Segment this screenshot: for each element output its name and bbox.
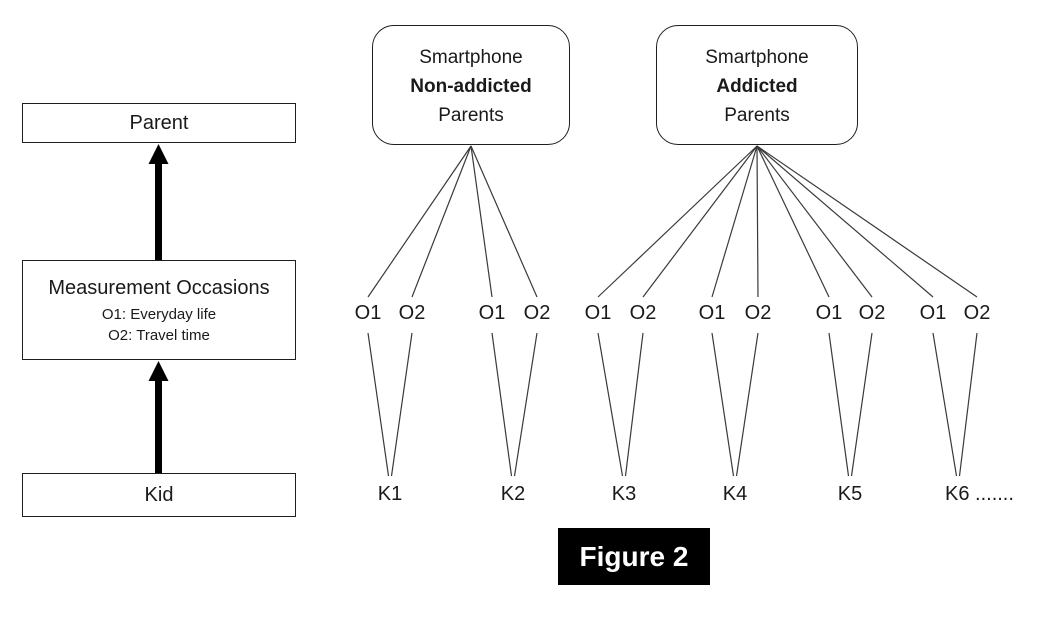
connector-line <box>470 145 538 298</box>
connector-line <box>470 145 493 298</box>
connector-line <box>597 332 624 477</box>
kid-label-1: K1 <box>377 483 403 505</box>
connector-line <box>756 145 873 298</box>
connector-line <box>756 145 759 298</box>
occasion-label-o2: O2 <box>629 302 657 324</box>
connector-line <box>390 332 413 477</box>
connector-line <box>711 145 758 298</box>
kid-label-2: K2 <box>500 483 526 505</box>
occasion-label-o1: O1 <box>919 302 947 324</box>
connector-line <box>756 145 978 298</box>
measurement-occasions-box: Measurement Occasions O1: Everyday life … <box>22 260 296 360</box>
connector-line <box>642 145 758 298</box>
occasion-label-o2: O2 <box>858 302 886 324</box>
connector-line <box>756 145 830 298</box>
connector-line <box>367 332 390 477</box>
parent-box: Parent <box>22 103 296 143</box>
connector-line <box>624 332 644 477</box>
connector-line <box>932 332 958 477</box>
occasion-label-o2: O2 <box>963 302 991 324</box>
up-arrow-head <box>148 144 169 164</box>
occasion-label-o1: O1 <box>698 302 726 324</box>
figure-caption-text: Figure 2 <box>579 540 689 572</box>
connector-line <box>491 332 513 477</box>
occasion-label-o1: O1 <box>354 302 382 324</box>
figure-caption-badge: Figure 2 <box>558 528 710 585</box>
occasion-label-o2: O2 <box>744 302 772 324</box>
connector-line <box>597 145 758 298</box>
non-addicted-box-line2: Non-addicted <box>410 75 532 97</box>
connector-line <box>711 332 735 477</box>
non-addicted-parents-box: Smartphone Non-addicted Parents <box>372 25 570 145</box>
connector-line <box>850 332 873 477</box>
connector-line <box>756 145 934 298</box>
kid-box: Kid <box>22 473 296 517</box>
addicted-box-line1: Smartphone <box>705 46 809 68</box>
measurement-box-line2: O2: Travel time <box>108 326 210 344</box>
kid-label-6: K6 ....... <box>945 483 1014 505</box>
occasion-label-o2: O2 <box>523 302 551 324</box>
up-arrow-head <box>148 361 169 381</box>
connector-line <box>735 332 759 477</box>
occasion-label-o1: O1 <box>815 302 843 324</box>
kid-label-3: K3 <box>611 483 637 505</box>
measurement-box-line1: O1: Everyday life <box>101 305 217 323</box>
connector-line <box>828 332 850 477</box>
kid-box-label: Kid <box>144 483 174 506</box>
occasion-label-o2: O2 <box>398 302 426 324</box>
kid-label-5: K5 <box>837 483 863 505</box>
connector-line <box>411 145 472 298</box>
non-addicted-box-line3: Parents <box>438 104 504 126</box>
up-arrow-shaft <box>155 163 162 260</box>
up-arrow-shaft <box>155 380 162 473</box>
occasion-label-o1: O1 <box>584 302 612 324</box>
occasion-label-o1: O1 <box>478 302 506 324</box>
non-addicted-box-line1: Smartphone <box>419 46 523 68</box>
connector-line <box>367 145 472 298</box>
parent-box-label: Parent <box>129 111 189 134</box>
addicted-box-line2: Addicted <box>716 75 798 97</box>
connector-line <box>513 332 538 477</box>
measurement-box-title: Measurement Occasions <box>48 276 270 299</box>
connector-line <box>958 332 978 477</box>
addicted-parents-box: Smartphone Addicted Parents <box>656 25 858 145</box>
addicted-box-line3: Parents <box>724 104 790 126</box>
kid-label-4: K4 <box>722 483 748 505</box>
